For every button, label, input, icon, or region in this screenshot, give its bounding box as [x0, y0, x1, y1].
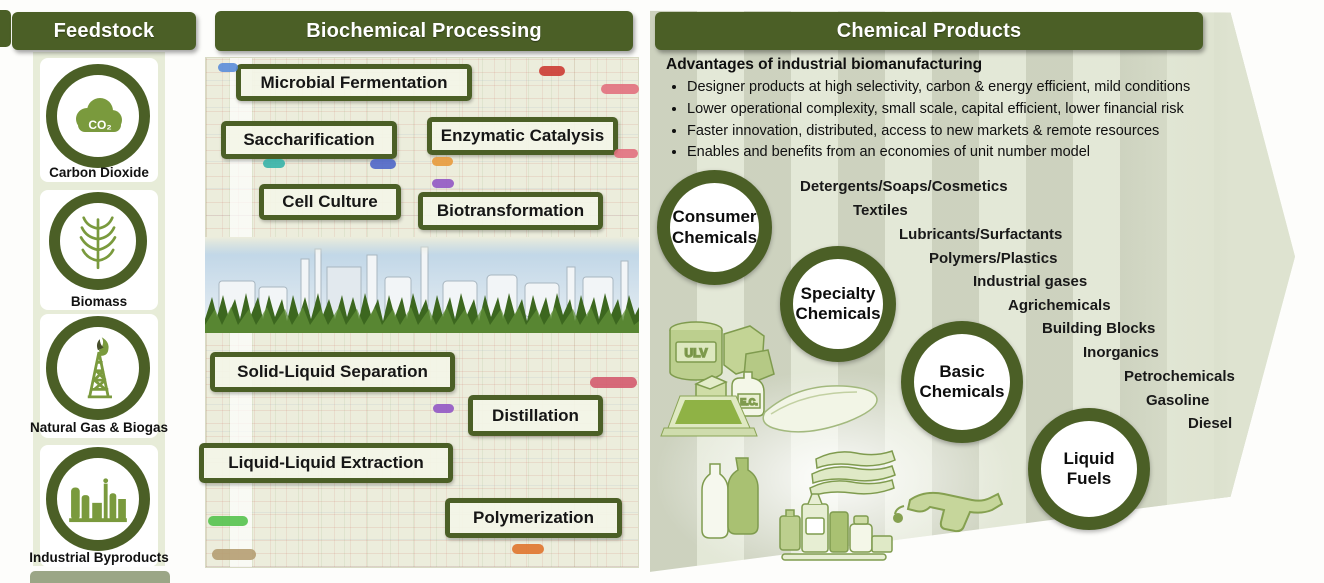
ulv-can-label: ULV [684, 346, 707, 360]
product-item-textiles: Textiles [853, 202, 908, 219]
map-marker [539, 66, 565, 76]
bottles-illustration [701, 457, 759, 539]
product-item-lubricants: Lubricants/Surfactants [899, 226, 1063, 243]
advantages-title: Advantages of industrial biomanufacturin… [666, 56, 983, 73]
advantage-item: Enables and benefits from an economies o… [687, 142, 1252, 164]
feedstock-label-industrial-byproducts: Industrial Byproducts [29, 550, 169, 565]
smoke-shape [96, 339, 104, 351]
factory-icon [69, 478, 127, 523]
grass-fringe-light [205, 307, 639, 333]
industrial-byproducts-circle [46, 447, 150, 551]
map-marker [432, 179, 454, 188]
feedstock-label-natural-gas: Natural Gas & Biogas [29, 420, 169, 435]
map-marker [601, 84, 639, 94]
biomass-plant-icon [79, 216, 117, 270]
plant-photo-strip [205, 237, 639, 333]
natural-gas-circle [46, 316, 150, 420]
map-marker [432, 157, 453, 166]
category-circle-specialty-chemicals: Specialty Chemicals [780, 246, 896, 362]
carbon-dioxide-circle: CO₂ [46, 64, 150, 168]
advantages-list: Designer products at high selectivity, c… [666, 77, 1252, 164]
gas-derrick-icon [87, 337, 112, 399]
ec-jug-label: E.C. [740, 397, 758, 407]
process-box-cell-culture: Cell Culture [259, 184, 401, 220]
packaged-goods-illustration: ULV E.C. [669, 321, 775, 417]
process-box-polymerization: Polymerization [445, 498, 622, 538]
map-marker [370, 159, 396, 169]
feedstock-header: Feedstock [12, 12, 196, 50]
map-marker [590, 377, 637, 388]
laptop-illustration [660, 395, 758, 437]
advantage-item: Lower operational complexity, small scal… [687, 99, 1252, 121]
process-box-liquid-liquid-extraction: Liquid-Liquid Extraction [199, 443, 453, 483]
category-circle-liquid-fuels: Liquid Fuels [1028, 408, 1150, 530]
biomass-circle [49, 192, 147, 290]
map-marker [614, 149, 638, 158]
product-item-gasoline: Gasoline [1146, 392, 1210, 409]
fuel-nozzle-illustration [893, 491, 1004, 533]
process-box-enzymatic-catalysis: Enzymatic Catalysis [427, 117, 618, 155]
cropped-bar-top-left [0, 10, 11, 47]
product-item-detergents: Detergents/Soaps/Cosmetics [800, 178, 1008, 195]
flame-shape [98, 337, 109, 356]
stacked-bags-illustration [809, 450, 896, 497]
product-item-agrichemicals: Agrichemicals [1008, 297, 1111, 314]
category-circle-basic-chemicals: Basic Chemicals [901, 321, 1023, 443]
advantage-item: Designer products at high selectivity, c… [687, 77, 1252, 99]
map-marker [512, 544, 544, 554]
process-box-distillation: Distillation [468, 395, 603, 436]
co2-label: CO₂ [88, 118, 111, 132]
process-box-solid-liquid-separation: Solid-Liquid Separation [210, 352, 455, 392]
product-item-petrochemicals: Petrochemicals [1124, 368, 1235, 385]
advantages-block: Advantages of industrial biomanufacturin… [666, 56, 1252, 164]
chemical-products-arrow-background [650, 10, 1295, 572]
process-box-microbial-fermentation: Microbial Fermentation [236, 64, 472, 101]
feedstock-label-carbon-dioxide: Carbon Dioxide [49, 165, 149, 180]
process-box-biotransformation: Biotransformation [418, 192, 603, 230]
pillow-illustration [762, 385, 878, 433]
process-box-saccharification: Saccharification [221, 121, 397, 159]
cleaning-products-illustration [779, 493, 893, 561]
product-item-industrial-gases: Industrial gases [973, 273, 1088, 290]
product-item-polymers: Polymers/Plastics [929, 250, 1058, 267]
map-marker [208, 516, 248, 526]
map-marker [218, 63, 238, 72]
biochemical-processing-header: Biochemical Processing [215, 11, 633, 51]
category-circle-consumer-chemicals: Consumer Chemicals [657, 170, 772, 285]
chemical-products-header: Chemical Products [655, 12, 1203, 50]
co2-cloud-icon: CO₂ [76, 98, 122, 132]
map-marker [433, 404, 454, 413]
feedstock-label-biomass: Biomass [70, 294, 128, 309]
map-marker [263, 159, 285, 168]
cropped-bar-bottom-left [30, 571, 170, 583]
product-item-building-blocks: Building Blocks [1042, 320, 1156, 337]
product-item-diesel: Diesel [1188, 415, 1233, 432]
advantage-item: Faster innovation, distributed, access t… [687, 121, 1252, 143]
map-marker [212, 549, 256, 560]
product-item-inorganics: Inorganics [1083, 344, 1159, 361]
